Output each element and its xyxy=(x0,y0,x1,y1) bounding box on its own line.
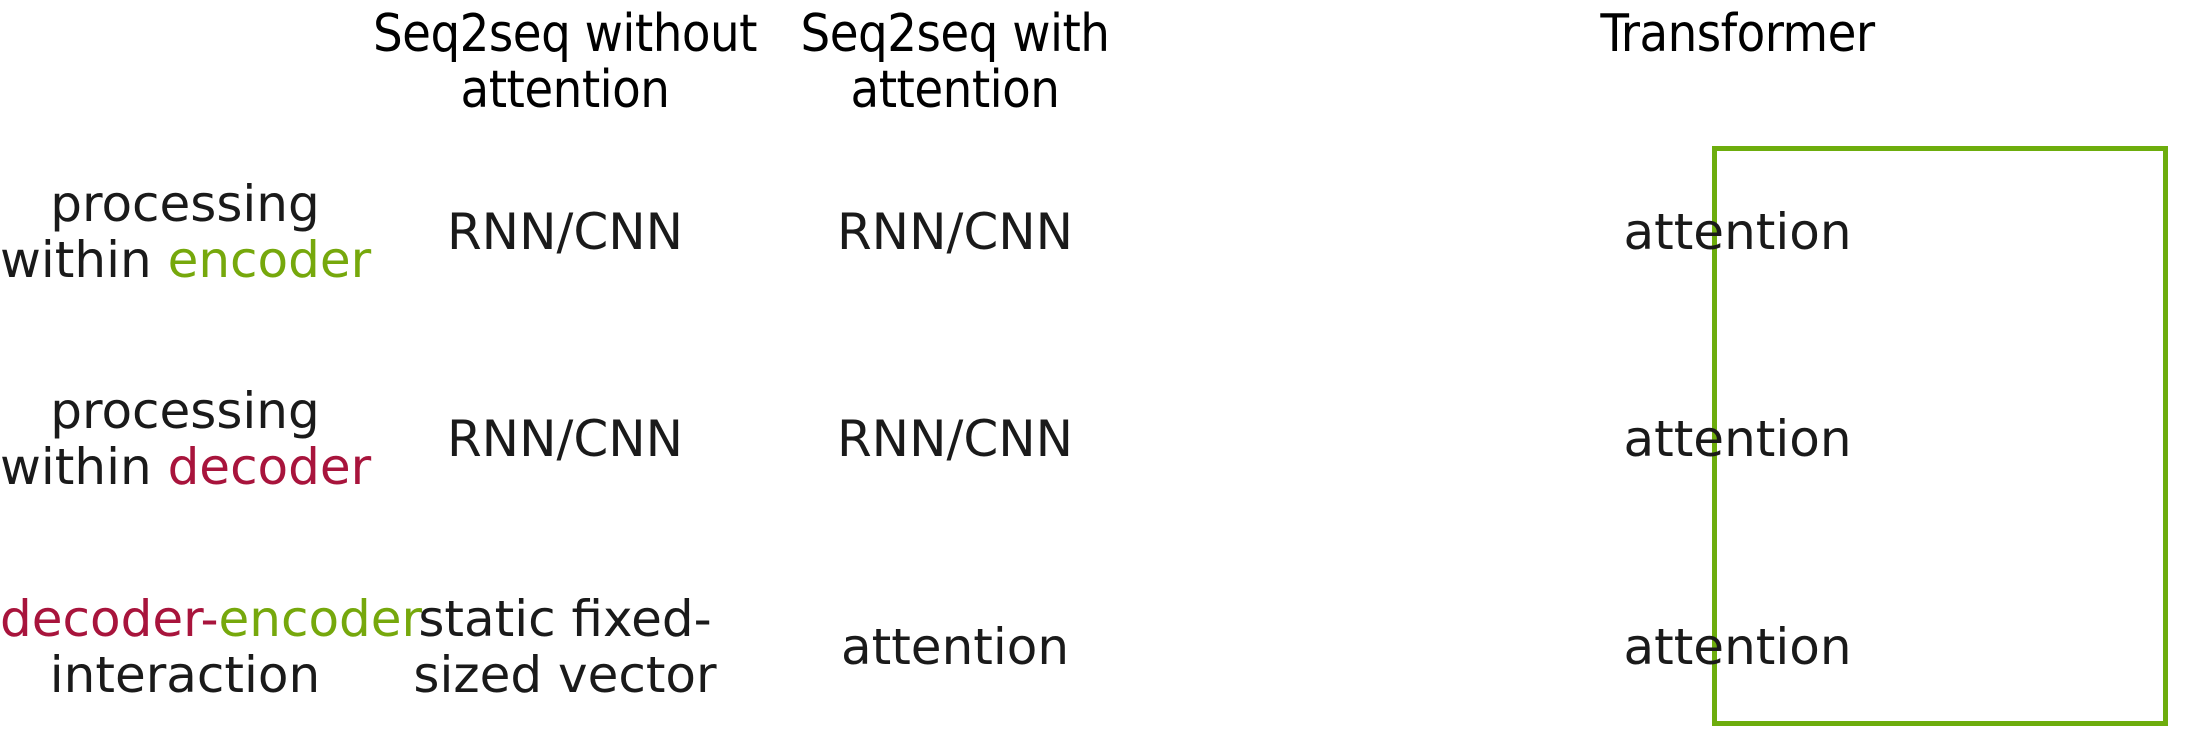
row1-label-keyword-encoder: encoder xyxy=(167,230,372,289)
row2-label-line1: processing xyxy=(50,381,320,440)
cell-r2-transformer: attention xyxy=(1623,409,1852,468)
header-spacer-column xyxy=(1150,0,1285,128)
header-seq2seq-with-attention: Seq2seq with attention xyxy=(760,0,1150,128)
header-seq2seq-without-attention-line1: Seq2seq without xyxy=(372,4,758,64)
header-row-label-column xyxy=(0,0,370,128)
cell-r1-transformer: attention xyxy=(1623,202,1852,261)
cell-r3-spacer xyxy=(1150,542,1285,751)
row2-label-keyword-decoder: decoder xyxy=(167,437,372,496)
row-label-processing-within-decoder: processing within decoder xyxy=(0,335,372,542)
table-row: processing within decoder RNN/CNN RNN/CN… xyxy=(0,335,2190,542)
header-transformer-label: Transformer xyxy=(1600,4,1875,64)
header-seq2seq-with-attention-line1: Seq2seq with xyxy=(800,4,1110,64)
cell-r1-spacer xyxy=(1150,128,1285,335)
header-seq2seq-with-attention-line2: attention xyxy=(850,60,1060,121)
row3-label-keyword-decoder: decoder xyxy=(0,589,201,648)
cell-r2-seq2seq-with-attention: RNN/CNN xyxy=(836,409,1074,468)
row3-label-line1: decoder-encoder xyxy=(0,589,422,648)
cell-r2-seq2seq-without-attention: RNN/CNN xyxy=(446,409,684,468)
row1-label-line2: within encoder xyxy=(0,230,372,289)
row3-label-line2: interaction xyxy=(49,645,321,704)
header-transformer: Transformer xyxy=(1285,0,2190,128)
header-row: Seq2seq without attention Seq2seq with a… xyxy=(0,0,2190,128)
cell-r2-spacer xyxy=(1150,335,1285,542)
table-header: Seq2seq without attention Seq2seq with a… xyxy=(0,0,2190,128)
header-seq2seq-without-attention-line2: attention xyxy=(460,60,670,121)
row1-label-prefix: within xyxy=(0,230,168,289)
table-row: processing within encoder RNN/CNN RNN/CN… xyxy=(0,128,2190,335)
cell-r3-transformer: attention xyxy=(1623,617,1852,676)
row2-label-line2: within decoder xyxy=(0,437,372,496)
cell-r3-noattn-line1: static fixed- xyxy=(418,589,712,648)
table-row: decoder-encoder interaction static fixed… xyxy=(0,542,2190,751)
row-label-decoder-encoder-interaction: decoder-encoder interaction xyxy=(0,542,422,751)
table-body: processing within encoder RNN/CNN RNN/CN… xyxy=(0,128,2190,751)
cell-r3-seq2seq-with-attention: attention xyxy=(840,617,1070,676)
header-seq2seq-without-attention: Seq2seq without attention xyxy=(370,0,760,128)
row3-label-separator: - xyxy=(200,589,219,648)
row3-label-keyword-encoder: encoder xyxy=(218,589,423,648)
row1-label-line1: processing xyxy=(50,174,320,233)
transformer-column-highlight-box xyxy=(1712,146,2168,726)
cell-r3-noattn-line2: sized vector xyxy=(413,645,717,704)
cell-r1-seq2seq-with-attention: RNN/CNN xyxy=(836,202,1074,261)
row2-label-prefix: within xyxy=(0,437,168,496)
cell-r1-seq2seq-without-attention: RNN/CNN xyxy=(446,202,684,261)
row-label-processing-within-encoder: processing within encoder xyxy=(0,128,372,335)
cell-r3-seq2seq-without-attention: static fixed- sized vector xyxy=(370,542,760,751)
